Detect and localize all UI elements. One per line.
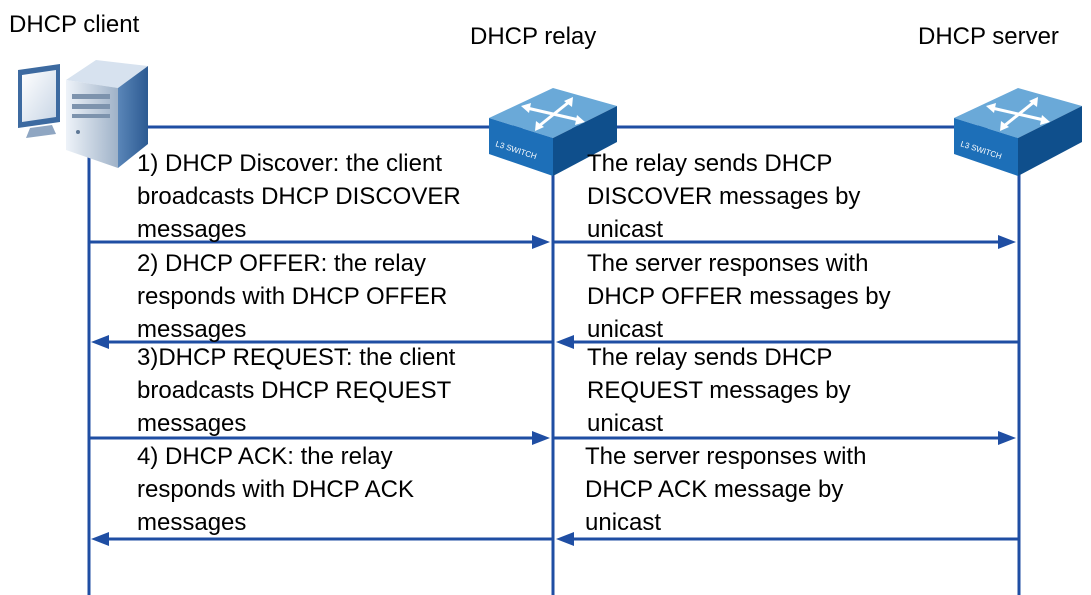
text-line: responds with DHCP ACK [137, 476, 415, 503]
text-line: The relay sends DHCP [587, 344, 833, 371]
text-line: DHCP ACK message by [585, 476, 844, 503]
text-line: The server responses with [585, 443, 867, 470]
client-label: DHCP client [9, 11, 140, 38]
arrowhead [91, 335, 109, 349]
message-3-client-side-text: 3)DHCP REQUEST: the client broadcasts DH… [137, 341, 455, 440]
relay-label: DHCP relay [470, 23, 597, 50]
message-arrows [89, 235, 1019, 546]
text-line: messages [137, 410, 247, 437]
arrowhead [556, 532, 574, 546]
text-line: unicast [585, 509, 662, 536]
message-2-server-side-text: The server responses with DHCP OFFER mes… [587, 247, 891, 346]
text-line: unicast [587, 410, 664, 437]
message-1-server-side-text: The relay sends DHCP DISCOVER messages b… [587, 147, 860, 246]
text-line: The relay sends DHCP [587, 150, 833, 177]
text-line: unicast [587, 316, 664, 343]
arrowhead [532, 431, 550, 445]
arrowhead [532, 235, 550, 249]
message-4-server-side-text: The server responses with DHCP ACK messa… [585, 440, 866, 539]
text-line: broadcasts DHCP REQUEST [137, 377, 452, 404]
text-line: messages [137, 509, 247, 536]
message-2-client-side-text: 2) DHCP OFFER: the relay responds with D… [137, 247, 447, 346]
arrowhead [556, 335, 574, 349]
l3-switch-icon: L3 SWITCH [489, 88, 617, 176]
text-line: messages [137, 316, 247, 343]
l3-switch-icon: L3 SWITCH [954, 88, 1082, 176]
text-line: 3)DHCP REQUEST: the client [137, 344, 456, 371]
text-line: 1) DHCP Discover: the client [137, 150, 442, 177]
text-line: unicast [587, 216, 664, 243]
computer-icon [18, 60, 148, 168]
server-label: DHCP server [918, 23, 1059, 50]
text-line: The server responses with [587, 250, 869, 277]
arrowhead [998, 235, 1016, 249]
text-line: DISCOVER messages by [587, 183, 861, 210]
text-line: broadcasts DHCP DISCOVER [137, 183, 461, 210]
arrowhead [91, 532, 109, 546]
text-line: 2) DHCP OFFER: the relay [137, 250, 426, 277]
text-line: DHCP OFFER messages by [587, 283, 891, 310]
message-3-server-side-text: The relay sends DHCP REQUEST messages by… [587, 341, 851, 440]
message-4-client-side-text: 4) DHCP ACK: the relay responds with DHC… [137, 440, 414, 539]
text-line: REQUEST messages by [587, 377, 851, 404]
text-line: responds with DHCP OFFER [137, 283, 448, 310]
arrowhead [998, 431, 1016, 445]
text-line: messages [137, 216, 247, 243]
text-line: 4) DHCP ACK: the relay [137, 443, 393, 470]
message-1-client-side-text: 1) DHCP Discover: the client broadcasts … [137, 147, 461, 246]
